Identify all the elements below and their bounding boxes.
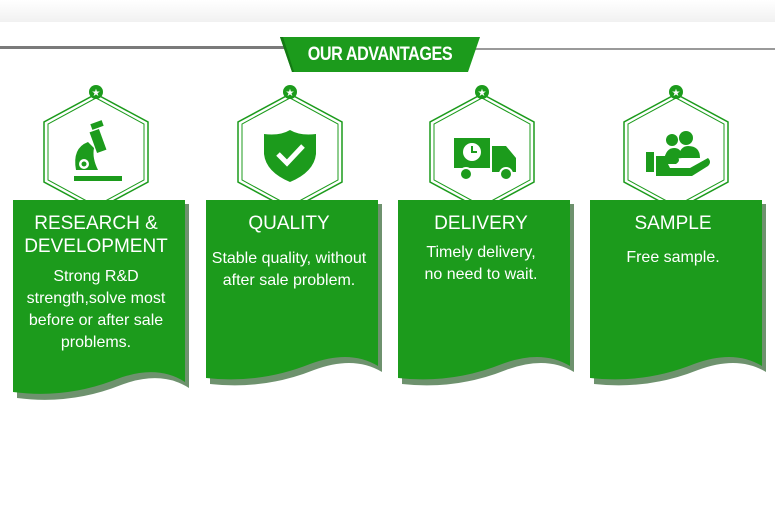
- svg-text:★: ★: [478, 88, 487, 99]
- divider-right: [470, 48, 775, 50]
- hexagon-badge-sample: ★: [616, 82, 736, 211]
- hexagon-badge-quality: ★: [230, 82, 350, 211]
- card-title: QUALITY: [248, 213, 330, 234]
- advantage-card-delivery: DELIVERY Timely delivery, no need to wai…: [396, 200, 574, 405]
- svg-text:★: ★: [286, 88, 295, 99]
- section-title: OUR ADVANTAGES: [307, 44, 453, 65]
- card-description: Stable quality, without after sale probl…: [211, 250, 367, 289]
- advantage-card-research: RESEARCH & DEVELOPMENT Strong R&D streng…: [11, 200, 189, 405]
- advantage-card-sample: SAMPLE Free sample.: [588, 200, 766, 405]
- hexagon-badge-delivery: ★: [422, 82, 542, 211]
- microscope-icon: [74, 120, 122, 181]
- card-title: DELIVERY: [434, 213, 528, 234]
- section-banner: OUR ADVANTAGES: [280, 37, 480, 72]
- svg-text:★: ★: [672, 88, 681, 99]
- hexagon-badge-research: ★: [36, 82, 156, 211]
- advantage-card-quality: QUALITY Stable quality, without after sa…: [204, 200, 382, 405]
- card-description: Strong R&D strength,solve most before or…: [26, 268, 166, 351]
- top-bar: [0, 0, 775, 22]
- card-description: Timely delivery, no need to wait.: [424, 244, 538, 283]
- card-title: RESEARCH & DEVELOPMENT: [24, 213, 168, 257]
- hand-people-icon: [646, 131, 710, 176]
- divider-left: [0, 46, 290, 49]
- card-title: SAMPLE: [634, 213, 712, 234]
- svg-text:★: ★: [92, 88, 101, 99]
- card-description: Free sample.: [626, 249, 720, 266]
- delivery-truck-icon: [454, 138, 516, 181]
- shield-check-icon: [264, 130, 316, 182]
